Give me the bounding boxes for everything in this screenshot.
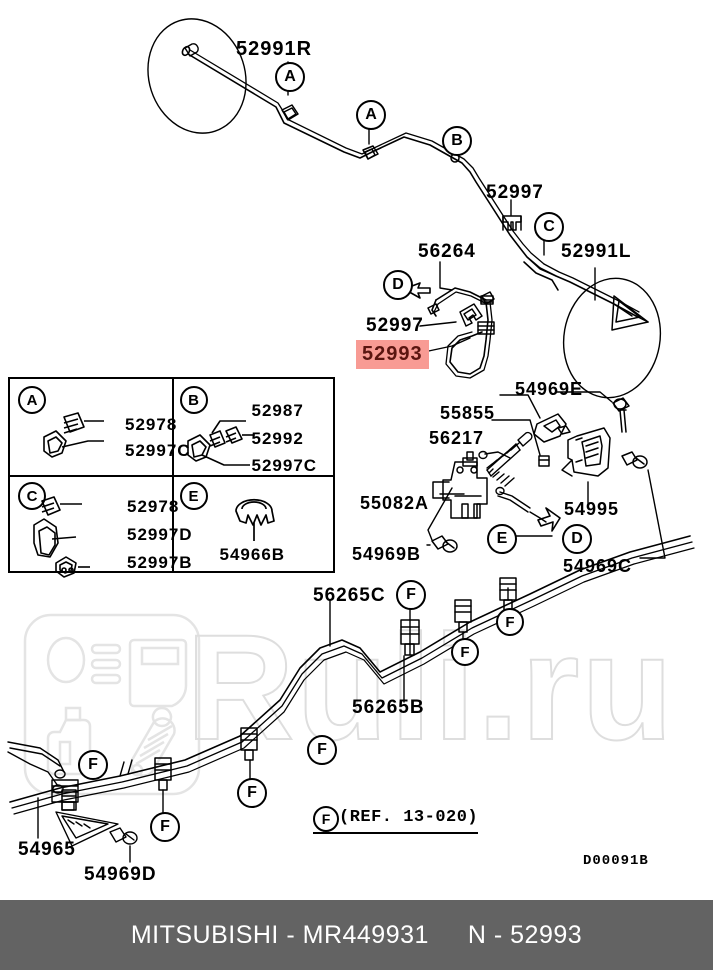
legend-b-number-3: 52997C [251,456,318,475]
legend-art-c [33,496,90,578]
label-52991R: 52991R [236,38,313,60]
label-54969C: 54969C [563,556,633,576]
label-54969D: 54969D [84,864,157,885]
footer-group: N [467,920,487,949]
label-54969E: 54969E [515,379,584,399]
footer-group-number: 52993 [510,920,583,949]
legend-art-b [186,420,254,466]
callout-f-4[interactable]: F [307,735,337,765]
callout-f-5[interactable]: F [237,778,267,808]
legend-table: A 52978 52997C B [8,377,335,578]
legend-tag-a: A [18,386,46,414]
reference-note-letter: F [313,806,339,832]
legend-c-number-2: 52997D [127,525,193,544]
label-52997-top: 52997 [486,182,544,203]
callout-f-7[interactable]: F [78,750,108,780]
label-52993-highlighted: 52993 [356,340,429,369]
legend-tag-b: B [179,386,208,414]
legend-a-number-1: 52978 [125,415,178,434]
label-54969B: 54969B [352,544,422,564]
legend-tag-e: E [179,482,208,510]
legend-horizontal-divider [10,475,333,477]
callout-a-1[interactable]: A [275,62,305,92]
label-52997-mid: 52997 [366,315,424,336]
legend-b-number-2: 52992 [251,429,304,448]
label-56217: 56217 [429,428,485,448]
callout-a-2[interactable]: A [356,100,386,130]
callout-c-1[interactable]: C [534,212,564,242]
callout-f-2[interactable]: F [451,638,479,666]
callout-f-1[interactable]: F [396,580,426,610]
legend-a-number-2: 52997C [125,441,191,460]
reference-note-text: (REF. 13-020) [339,808,479,827]
legend-cell-a: A 52978 52997C [10,379,190,475]
footer-separator: - [286,920,296,949]
footer-part-code: MR449931 [302,920,429,949]
diagram-canvas [7,18,695,863]
footer-brand: MITSUBISHI [130,920,279,949]
label-55082A: 55082A [360,493,430,513]
legend-c-number-3: 52997B [127,553,193,572]
legend-art-e [234,498,275,541]
legend-art-a [43,412,104,458]
legend-b-number-1: 52987 [251,401,304,420]
reference-note-underline [313,832,478,834]
label-54965: 54965 [18,839,76,860]
legend-cell-c: C 52978 52997D 52997B [10,475,192,578]
callout-f-3[interactable]: F [496,608,524,636]
callout-f-6[interactable]: F [150,812,180,842]
footer-group-separator: - [493,920,503,949]
label-52991L: 52991L [561,241,632,262]
diagram-linework [7,18,695,863]
label-54995: 54995 [564,499,620,519]
legend-cell-e: E 54966B [172,475,334,571]
label-55855: 55855 [440,403,496,423]
callout-b-1[interactable]: B [442,126,472,156]
legend-e-number-1: 54966B [219,545,286,564]
callout-d-1[interactable]: D [383,270,413,300]
drawing-code: D00091B [583,853,649,869]
label-56264: 56264 [418,241,476,262]
label-56265B: 56265B [352,697,425,718]
legend-tag-c: C [18,482,46,510]
footer-text: MITSUBISHI - MR449931 N - 52993 [131,921,582,950]
legend-c-number-1: 52978 [127,497,180,516]
footer-bar: MITSUBISHI - MR449931 N - 52993 [0,900,713,970]
callout-e-1[interactable]: E [487,524,517,554]
label-56265C: 56265C [313,585,386,606]
legend-cell-b: B 52987 52992 52997C [172,379,334,475]
callout-d-2[interactable]: D [562,524,592,554]
